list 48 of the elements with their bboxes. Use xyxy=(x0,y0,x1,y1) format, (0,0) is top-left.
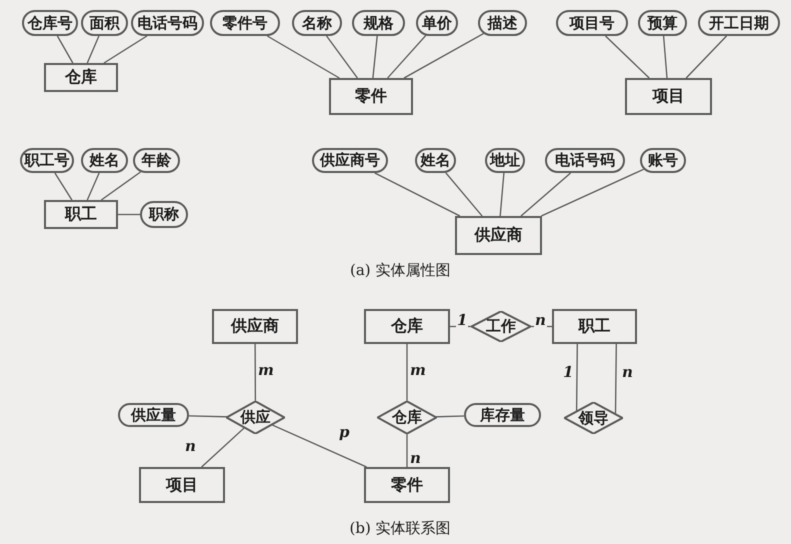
connector-line xyxy=(541,168,644,217)
connector-line xyxy=(531,326,552,328)
figure-caption: (a) 实体属性图 xyxy=(350,260,450,280)
relationship-diamond: 仓库 xyxy=(377,401,437,434)
connector-line xyxy=(372,36,378,78)
connector-line xyxy=(520,172,572,216)
connector-line xyxy=(406,344,408,401)
connector-line xyxy=(326,36,358,78)
connector-line xyxy=(605,36,650,78)
connector-line xyxy=(86,36,100,64)
connector-line xyxy=(188,415,228,418)
connector-line xyxy=(662,36,668,78)
connector-line xyxy=(614,344,617,414)
connector-line xyxy=(118,214,140,216)
relationship-diamond: 工作 xyxy=(471,311,531,342)
connector-line xyxy=(254,344,256,402)
entity-box: 仓库 xyxy=(44,63,118,92)
connector-line xyxy=(436,415,464,418)
connector-line xyxy=(104,35,148,64)
connector-line xyxy=(576,344,578,412)
entity-box: 仓库 xyxy=(364,309,450,344)
entity-box: 供应商 xyxy=(455,216,542,255)
connector-line xyxy=(450,326,471,328)
connector-line xyxy=(54,172,72,200)
entity-box: 零件 xyxy=(329,78,413,115)
connector-line xyxy=(500,172,505,216)
connector-line xyxy=(445,172,483,216)
entity-box: 职工 xyxy=(552,309,637,344)
connector-line xyxy=(272,424,367,468)
connector-line xyxy=(201,427,245,468)
entity-box: 项目 xyxy=(625,78,712,115)
connector-line xyxy=(387,35,426,78)
cardinality-label: 1 xyxy=(456,312,468,328)
entity-box: 项目 xyxy=(139,467,225,503)
relationship-diamond: 领导 xyxy=(564,402,623,434)
connector-line xyxy=(266,35,340,79)
connector-line xyxy=(86,172,100,200)
entity-box: 零件 xyxy=(364,467,450,503)
figure-caption: (b) 实体联系图 xyxy=(350,518,451,538)
connector-line xyxy=(686,36,727,78)
entity-box: 供应商 xyxy=(212,309,298,344)
connector-line xyxy=(406,434,408,467)
connector-line xyxy=(404,33,484,79)
connector-line xyxy=(56,36,74,64)
entity-box: 职工 xyxy=(44,200,118,229)
connector-line xyxy=(100,171,141,201)
relationship-diamond: 供应 xyxy=(226,401,285,434)
connector-line xyxy=(374,172,460,217)
